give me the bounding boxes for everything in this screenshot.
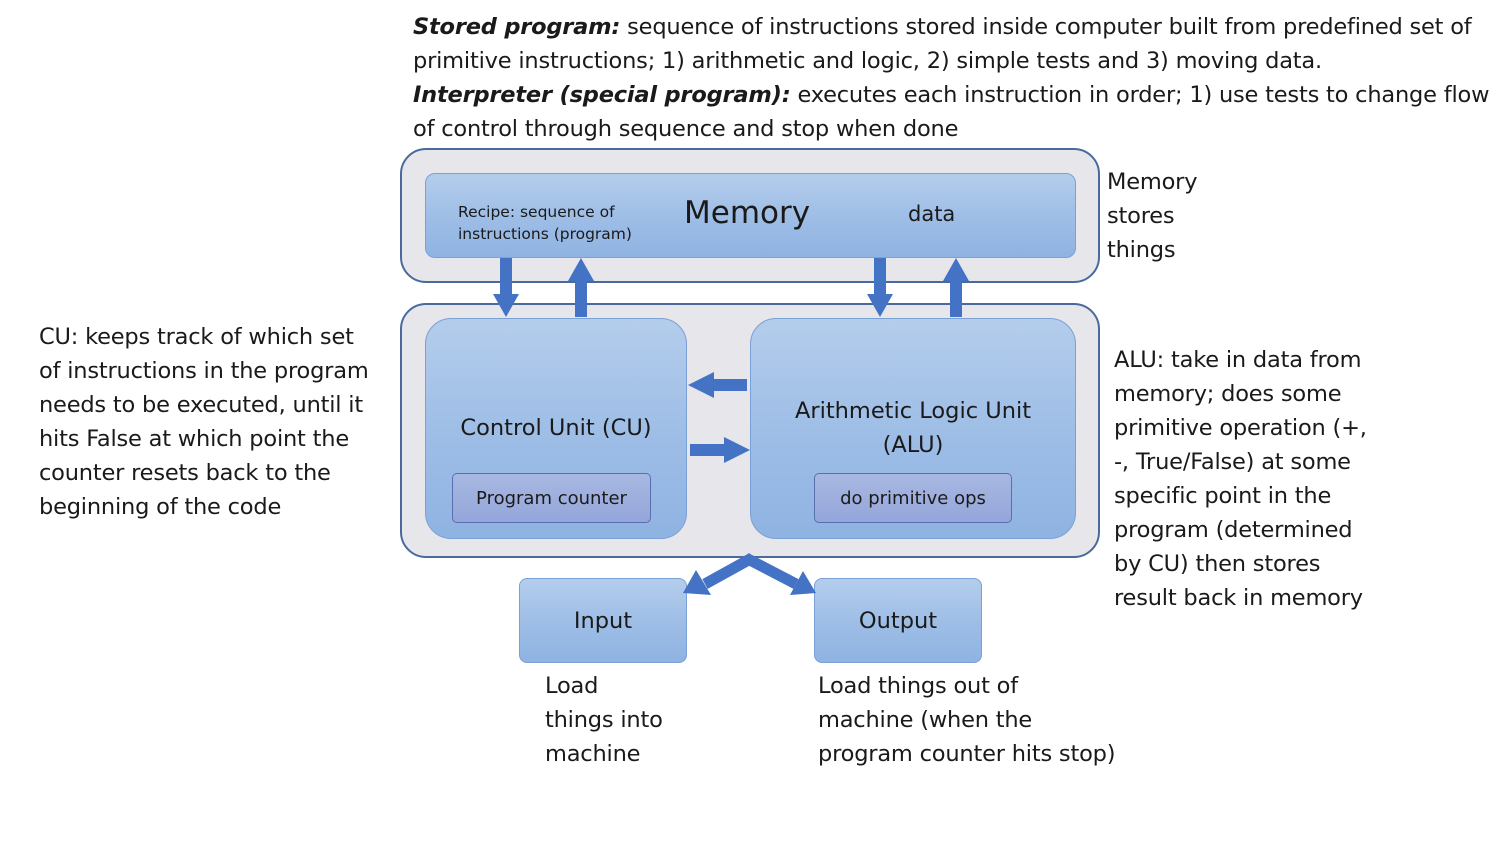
description-text: Stored program: sequence of instructions… xyxy=(413,10,1493,146)
memory-title: Memory xyxy=(684,195,811,231)
memory-box xyxy=(425,173,1076,258)
cu-note: CU: keeps track of which set of instruct… xyxy=(39,324,369,520)
arrow-cpu-to-output-head xyxy=(790,571,816,595)
interpreter-text: executes each instruction in order; 1) u… xyxy=(413,82,1490,142)
interpreter-title: Interpreter (special program): xyxy=(413,82,791,108)
primitive-ops-box: do primitive ops xyxy=(814,473,1012,523)
program-counter-box: Program counter xyxy=(452,473,651,523)
output-box: Output xyxy=(814,578,982,663)
control-unit-title: Control Unit (CU) xyxy=(460,415,652,441)
arrow-cpu-to-input-head xyxy=(683,570,711,595)
recipe-label: Recipe: sequence of instructions (progra… xyxy=(458,203,632,243)
alu-title: Arithmetic Logic Unit (ALU) xyxy=(794,398,1032,458)
alu-note: ALU: take in data from memory; does some… xyxy=(1114,347,1367,611)
arrow-cpu-to-output-shaft xyxy=(743,553,799,589)
program-counter-label: Program counter xyxy=(476,487,627,509)
output-note: Load things out of machine (when the pro… xyxy=(818,673,1116,767)
stored-program-title: Stored program: xyxy=(413,14,621,40)
output-title: Output xyxy=(858,607,938,634)
input-box: Input xyxy=(519,578,687,663)
input-note: Load things into machine xyxy=(545,673,663,767)
primitive-ops-label: do primitive ops xyxy=(840,487,986,509)
arrow-cpu-to-input-shaft xyxy=(702,553,755,589)
memory-note: Memory stores things xyxy=(1107,169,1198,263)
input-title: Input xyxy=(573,607,633,634)
data-label: data xyxy=(908,202,956,226)
stored-program-text: sequence of instructions stored inside c… xyxy=(413,14,1472,74)
